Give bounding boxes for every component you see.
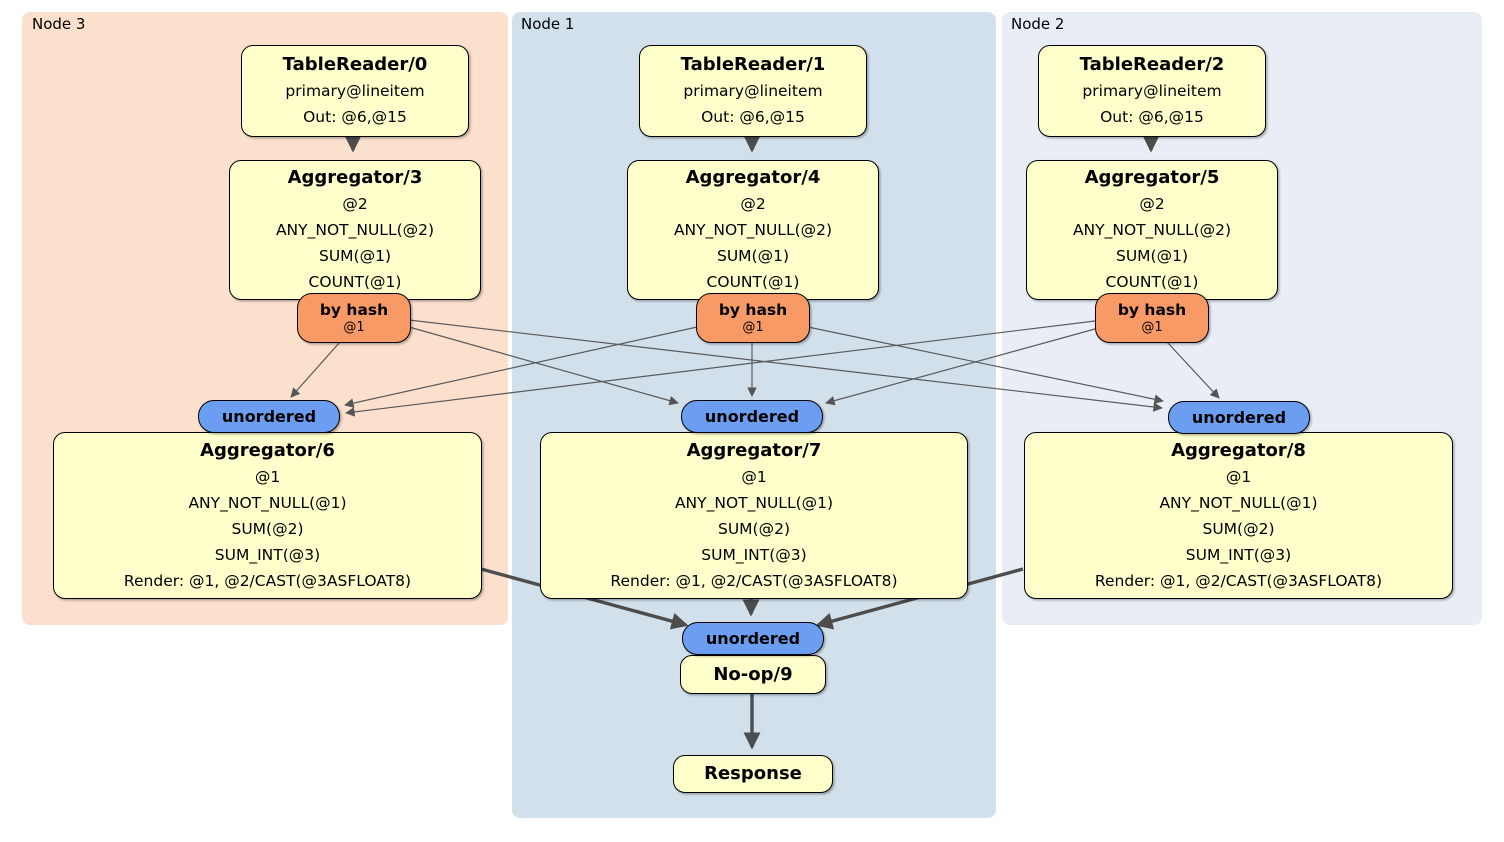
tablereader-1-index: primary@lineitem bbox=[683, 82, 823, 100]
aggregator-6-line: @1 bbox=[254, 467, 281, 486]
tablereader-1-box: TableReader/1 primary@lineitem Out: @6,@… bbox=[639, 45, 867, 137]
by-hash-router-node1: by hash @1 bbox=[696, 293, 810, 343]
tablereader-2-out: Out: @6,@15 bbox=[1100, 108, 1204, 126]
aggregator-8-line: @1 bbox=[1225, 467, 1252, 486]
by-hash-router-node3-detail: @1 bbox=[343, 320, 365, 335]
edge-hash1-to-sync3 bbox=[344, 326, 698, 408]
edge-hash2-to-sync3 bbox=[345, 320, 1096, 417]
node2-label: Node 2 bbox=[1011, 15, 1065, 33]
aggregator-5-line: ANY_NOT_NULL(@2) bbox=[1072, 221, 1232, 239]
node3-label: Node 3 bbox=[32, 15, 86, 33]
aggregator-6-title: Aggregator/6 bbox=[200, 439, 335, 461]
aggregator-4-title: Aggregator/4 bbox=[685, 167, 821, 188]
aggregator-7-title: Aggregator/7 bbox=[686, 439, 822, 461]
aggregator-3-line: COUNT(@1) bbox=[308, 273, 402, 291]
tablereader-0-out: Out: @6,@15 bbox=[303, 108, 407, 126]
aggregator-8-title: Aggregator/8 bbox=[1171, 439, 1306, 461]
tablereader-2-box: TableReader/2 primary@lineitem Out: @6,@… bbox=[1038, 45, 1266, 137]
unordered-sync-node3: unordered bbox=[198, 400, 340, 433]
aggregator-7-line: SUM(@2) bbox=[717, 519, 790, 538]
edge-hash1-to-sync2 bbox=[807, 326, 1164, 404]
aggregator-5-line: @2 bbox=[1139, 195, 1165, 213]
aggregator-7-line: @1 bbox=[741, 467, 767, 486]
aggregator-6-line: SUM_INT(@3) bbox=[214, 545, 321, 564]
aggregator-5-box: Aggregator/5 @2 ANY_NOT_NULL(@2) SUM(@1)… bbox=[1026, 160, 1278, 300]
edge-hash2-to-sync2 bbox=[1166, 341, 1220, 399]
unordered-sync-node1: unordered bbox=[681, 400, 823, 433]
aggregator-6-box: Aggregator/6 @1 ANY_NOT_NULL(@1) SUM(@2)… bbox=[53, 432, 482, 599]
tablereader-1-out: Out: @6,@15 bbox=[701, 108, 805, 126]
aggregator-3-box: Aggregator/3 @2 ANY_NOT_NULL(@2) SUM(@1)… bbox=[229, 160, 481, 300]
aggregator-7-line: Render: @1, @2/CAST(@3ASFLOAT8) bbox=[610, 571, 898, 590]
by-hash-router-node1-label: by hash bbox=[718, 301, 788, 319]
aggregator-5-line: COUNT(@1) bbox=[1105, 273, 1199, 291]
aggregator-5-title: Aggregator/5 bbox=[1084, 167, 1220, 188]
response-box: Response bbox=[673, 755, 833, 793]
node1-label: Node 1 bbox=[521, 15, 575, 33]
aggregator-8-line: SUM_INT(@3) bbox=[1185, 545, 1292, 564]
aggregator-6-line: ANY_NOT_NULL(@1) bbox=[188, 493, 347, 512]
noop-9-box: No-op/9 bbox=[680, 655, 826, 694]
tablereader-0-title: TableReader/0 bbox=[282, 54, 428, 75]
aggregator-8-line: SUM(@2) bbox=[1202, 519, 1275, 538]
aggregator-3-line: SUM(@1) bbox=[318, 247, 391, 265]
tablereader-2-index: primary@lineitem bbox=[1082, 82, 1222, 100]
edge-hash3-to-sync2 bbox=[408, 319, 1163, 412]
noop-9-title: No-op/9 bbox=[713, 663, 793, 685]
tablereader-0-index: primary@lineitem bbox=[285, 82, 425, 100]
unordered-sync-final: unordered bbox=[682, 622, 824, 655]
aggregator-8-line: Render: @1, @2/CAST(@3ASFLOAT8) bbox=[1094, 571, 1383, 590]
unordered-sync-node2: unordered bbox=[1168, 401, 1310, 434]
aggregator-4-line: @2 bbox=[740, 195, 766, 213]
aggregator-4-line: ANY_NOT_NULL(@2) bbox=[673, 221, 833, 239]
aggregator-8-line: ANY_NOT_NULL(@1) bbox=[1159, 493, 1318, 512]
tablereader-0-box: TableReader/0 primary@lineitem Out: @6,@… bbox=[241, 45, 469, 137]
aggregator-6-line: Render: @1, @2/CAST(@3ASFLOAT8) bbox=[123, 571, 412, 590]
aggregator-4-line: COUNT(@1) bbox=[706, 273, 800, 291]
aggregator-7-line: ANY_NOT_NULL(@1) bbox=[674, 493, 834, 512]
by-hash-router-node2-detail: @1 bbox=[1141, 320, 1163, 335]
by-hash-router-node1-detail: @1 bbox=[742, 320, 764, 335]
aggregator-8-box: Aggregator/8 @1 ANY_NOT_NULL(@1) SUM(@2)… bbox=[1024, 432, 1453, 599]
aggregator-4-box: Aggregator/4 @2 ANY_NOT_NULL(@2) SUM(@1)… bbox=[627, 160, 879, 300]
by-hash-router-node2-label: by hash bbox=[1117, 301, 1187, 319]
aggregator-3-line: ANY_NOT_NULL(@2) bbox=[275, 221, 435, 239]
aggregator-7-line: SUM_INT(@3) bbox=[701, 545, 807, 564]
aggregator-4-line: SUM(@1) bbox=[716, 247, 789, 265]
by-hash-router-node3-label: by hash bbox=[319, 301, 389, 319]
edge-hash2-to-sync1 bbox=[825, 328, 1096, 406]
edge-hash3-to-sync1 bbox=[408, 326, 679, 406]
aggregator-5-line: SUM(@1) bbox=[1115, 247, 1188, 265]
by-hash-router-node3: by hash @1 bbox=[297, 293, 411, 343]
by-hash-router-node2: by hash @1 bbox=[1095, 293, 1209, 343]
tablereader-1-title: TableReader/1 bbox=[680, 54, 826, 75]
response-title: Response bbox=[704, 763, 802, 784]
edge-hash3-to-sync3 bbox=[290, 341, 341, 398]
aggregator-6-line: SUM(@2) bbox=[231, 519, 304, 538]
aggregator-7-box: Aggregator/7 @1 ANY_NOT_NULL(@1) SUM(@2)… bbox=[540, 432, 968, 599]
aggregator-3-title: Aggregator/3 bbox=[287, 167, 423, 188]
tablereader-2-title: TableReader/2 bbox=[1079, 54, 1225, 75]
aggregator-3-line: @2 bbox=[342, 195, 368, 213]
